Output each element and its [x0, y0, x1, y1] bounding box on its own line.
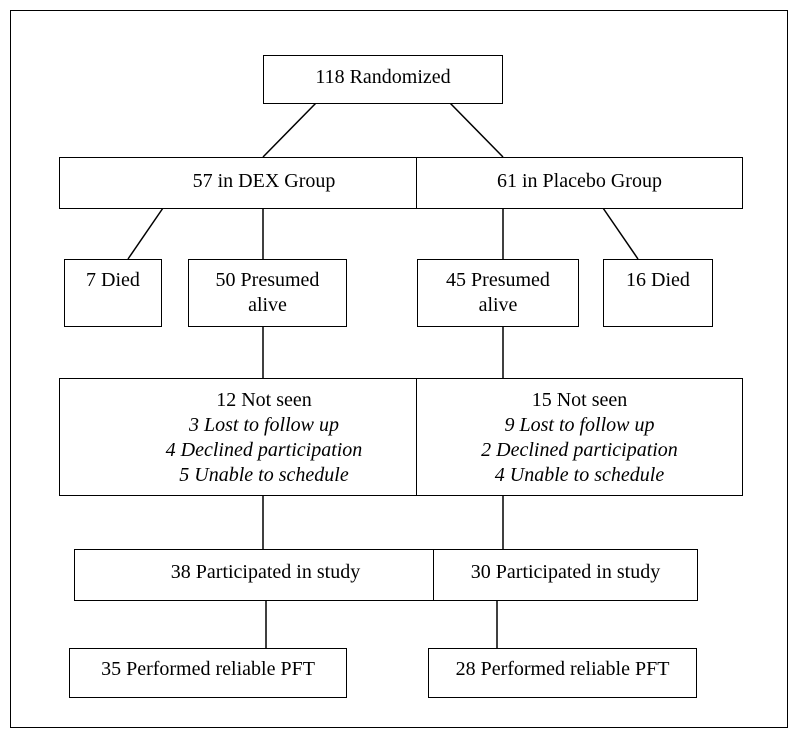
placebo-died-label: 16 Died: [626, 269, 690, 291]
dex-reason-unable: 5 Unable to schedule: [179, 464, 349, 486]
placebo-group-box: 61 in Placebo Group: [416, 157, 743, 209]
placebo-alive-line2: alive: [478, 294, 518, 316]
dex-participated-label: 38 Participated in study: [170, 561, 361, 583]
connector-dex-died: [127, 207, 164, 260]
connector-randomized-dex: [262, 102, 317, 158]
randomized-box: 118 Randomized: [263, 55, 503, 104]
placebo-alive-box: 45 Presumed alive: [417, 259, 579, 327]
dex-reason-lost: 3 Lost to follow up: [188, 414, 340, 436]
dex-pft-label: 35 Performed reliable PFT: [101, 658, 315, 680]
placebo-participated-label: 30 Participated in study: [470, 561, 661, 583]
dex-reason-declined: 4 Declined participation: [165, 439, 363, 461]
dex-alive-line2: alive: [248, 294, 287, 316]
dex-group-box: 57 in DEX Group: [59, 157, 469, 209]
placebo-not-seen-title: 15 Not seen: [531, 389, 628, 411]
dex-pft-box: 35 Performed reliable PFT: [69, 648, 347, 698]
dex-participated-box: 38 Participated in study: [74, 549, 457, 601]
dex-died-box: 7 Died: [64, 259, 162, 327]
connector-randomized-placebo: [449, 102, 504, 158]
placebo-reason-declined: 2 Declined participation: [481, 439, 678, 461]
placebo-participated-box: 30 Participated in study: [433, 549, 698, 601]
dex-alive-line1: 50 Presumed: [215, 269, 320, 291]
placebo-pft-box: 28 Performed reliable PFT: [428, 648, 697, 698]
placebo-reason-lost: 9 Lost to follow up: [504, 414, 655, 436]
connector-placebo-died: [602, 207, 639, 260]
dex-group-label: 57 in DEX Group: [192, 170, 336, 192]
dex-not-seen-title: 12 Not seen: [216, 389, 312, 411]
randomized-label: 118 Randomized: [315, 66, 451, 88]
placebo-alive-line1: 45 Presumed: [446, 269, 550, 291]
placebo-died-box: 16 Died: [603, 259, 713, 327]
placebo-group-label: 61 in Placebo Group: [497, 170, 662, 192]
placebo-pft-label: 28 Performed reliable PFT: [455, 658, 670, 680]
placebo-reason-unable: 4 Unable to schedule: [494, 464, 665, 486]
dex-alive-box: 50 Presumed alive: [188, 259, 347, 327]
placebo-not-seen-box: 15 Not seen 9 Lost to follow up 2 Declin…: [416, 378, 743, 496]
diagram-frame: [10, 10, 788, 728]
dex-died-label: 7 Died: [86, 269, 140, 291]
dex-not-seen-box: 12 Not seen 3 Lost to follow up 4 Declin…: [59, 378, 469, 496]
